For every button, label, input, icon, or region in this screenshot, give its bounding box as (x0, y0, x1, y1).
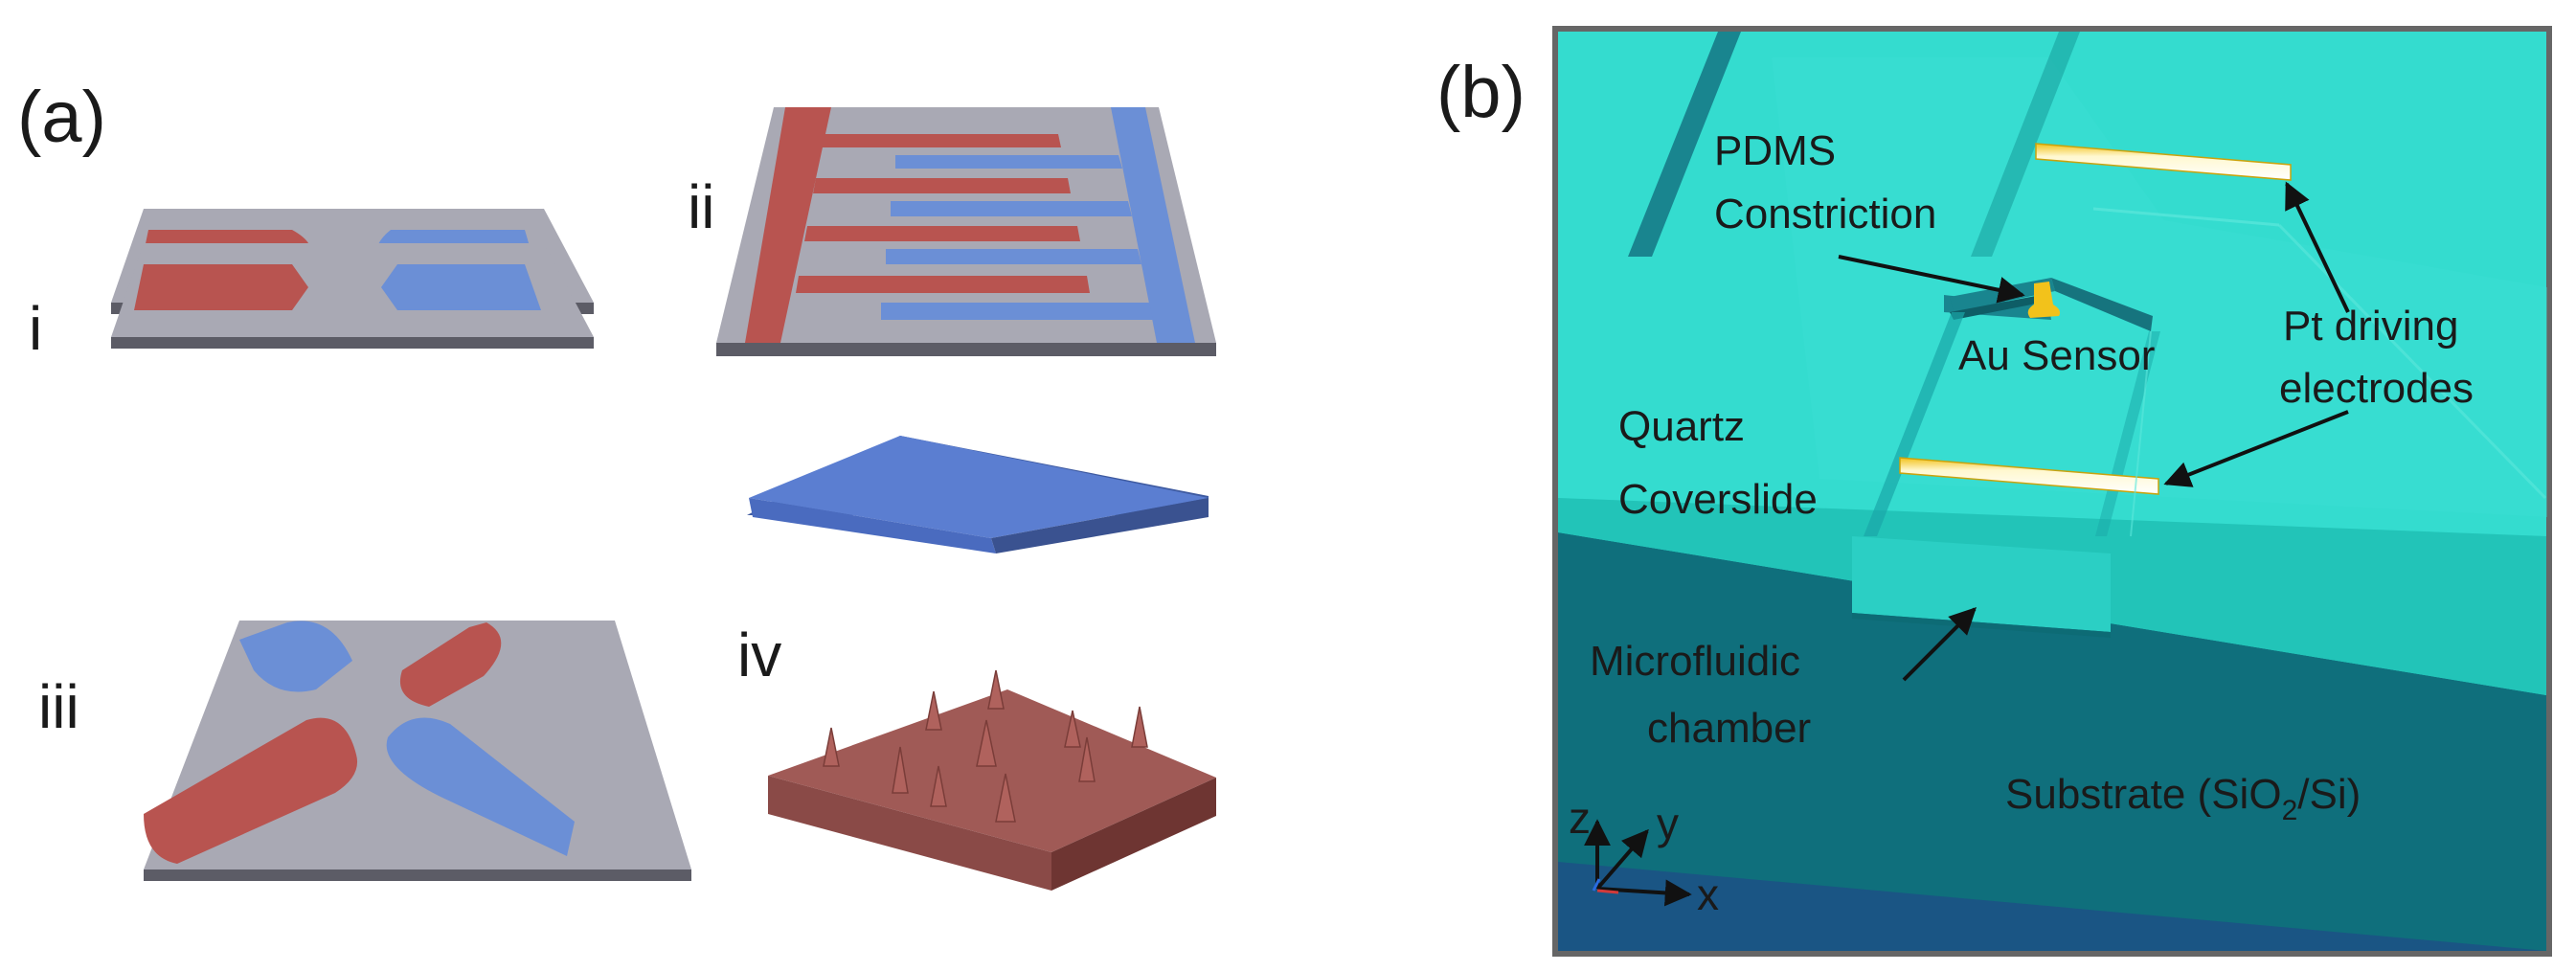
constriction-right-arm (2051, 278, 2153, 331)
subpanel-iv: iv (737, 621, 1216, 891)
subpanel-iii-label: iii (38, 672, 79, 741)
device-render (1552, 26, 2552, 957)
chamber-label-line2: chamber (1647, 705, 1811, 752)
axis-x-arrow (1596, 879, 1692, 907)
electrode-red-tr (399, 622, 502, 707)
subpanel-ii: ii (688, 107, 1216, 356)
panel-a-label: (a) (17, 77, 106, 158)
coordinate-axes: z y x (1569, 793, 1719, 919)
plate-i-lower-plate-final (111, 243, 594, 349)
panel-b-label: (b) (1436, 52, 1525, 133)
subpanel-ii-label: ii (688, 172, 714, 241)
pt-electrode-bottom (1899, 457, 2159, 495)
substrate (1558, 532, 2546, 951)
electrode-blue-tl (239, 621, 352, 692)
panel-a: (a) (17, 77, 1216, 891)
callout-arrows (1838, 181, 2350, 682)
axis-y-label: y (1657, 799, 1679, 848)
axis-y-arrow (1595, 828, 1649, 891)
blue-wedge (747, 436, 1209, 553)
arrow-pt-bottom (2163, 410, 2349, 487)
spikes (823, 669, 1148, 823)
electrode-red-pointed (134, 264, 308, 310)
quartz-label-line1: Quartz (1618, 403, 1745, 450)
subpanel-iii: iii (38, 621, 691, 881)
pdms-label-line2: Constriction (1714, 191, 1936, 237)
chamber-label-line1: Microfluidic (1590, 638, 1800, 685)
electrode-blue-pointed (381, 264, 541, 310)
pt-label-line2: electrodes (2279, 365, 2474, 412)
pt-label-line1: Pt driving (2283, 303, 2458, 350)
blue-fingers (881, 155, 1153, 320)
electrode-red-bus (745, 107, 831, 343)
au-sensor-pad (2027, 282, 2061, 318)
pt-electrode-top (2035, 143, 2292, 181)
au-sensor-label: Au Sensor (1958, 332, 2155, 379)
arrow-pdms (1838, 255, 2025, 304)
substrate-label-subscript: 2 (2282, 795, 2298, 826)
subpanel-i-label: i (29, 294, 42, 363)
substrate-label-prefix: Substrate (SiO (2005, 771, 2282, 818)
substrate-label-suffix: /Si) (2297, 771, 2361, 818)
panel-b: (b) (1436, 26, 2552, 957)
axis-z-label: z (1569, 793, 1591, 843)
electrode-blue-br (386, 717, 575, 856)
substrate-label: Substrate (SiO2/Si) (2005, 771, 2361, 826)
arrow-chamber (1902, 607, 1977, 682)
channel-rail-left-top (1628, 32, 1741, 257)
subpanel-iv-label: iv (737, 621, 781, 689)
electrode-red-bl (144, 717, 358, 864)
red-fingers (796, 134, 1090, 293)
pdms-label-line1: PDMS (1714, 127, 1836, 174)
electrode-blue-bus (1111, 107, 1195, 343)
microfluidic-chamber (1852, 536, 2111, 632)
arrow-pt-top (2285, 181, 2350, 313)
quartz-label-line2: Coverslide (1618, 476, 1818, 523)
axis-x-label: x (1697, 869, 1719, 919)
subpanel-i: i (29, 209, 594, 363)
